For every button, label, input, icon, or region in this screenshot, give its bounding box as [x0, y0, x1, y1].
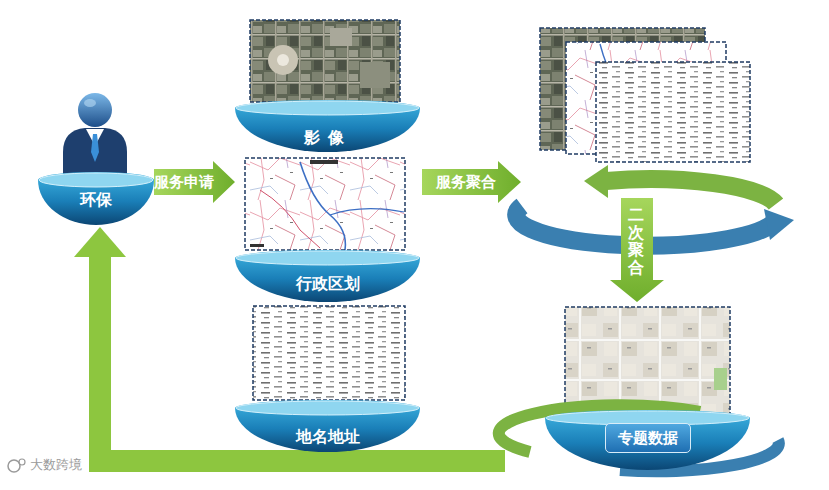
- flow-arrow: [74, 227, 505, 461]
- node-label: 行政区划: [296, 274, 360, 293]
- vertical-label: 二次聚合: [628, 206, 644, 276]
- aggregation-cycle: [516, 165, 794, 246]
- place-name-image: [253, 306, 405, 400]
- node-label: 地名地址: [296, 427, 360, 446]
- node-label: 环保: [80, 190, 112, 209]
- arrow-label: 服务聚合: [436, 173, 496, 191]
- watermark: 大数跨境: [30, 457, 82, 473]
- satellite-image: [250, 20, 400, 102]
- flow-arrow: [154, 161, 235, 203]
- stacked-layers: [540, 28, 750, 162]
- node-label: 影像: [304, 128, 352, 147]
- user-node: 环保: [38, 92, 154, 225]
- person-icon: [63, 93, 127, 180]
- edge-label: 服务申请: [154, 173, 214, 191]
- topic-node: 专题数据: [505, 300, 790, 472]
- node-label: 专题数据: [605, 423, 691, 453]
- address-node: 地名地址: [235, 303, 420, 453]
- watermark-logo: [8, 459, 25, 472]
- imagery-node: 影像: [235, 18, 420, 152]
- topic-map-image: [499, 307, 779, 471]
- admin-node: 行政区划: [235, 156, 420, 302]
- admin-map-image: [245, 158, 405, 250]
- bowl-shape: [235, 400, 420, 454]
- aggregate-arrow: [422, 161, 521, 203]
- secondary-arrow: [610, 198, 664, 302]
